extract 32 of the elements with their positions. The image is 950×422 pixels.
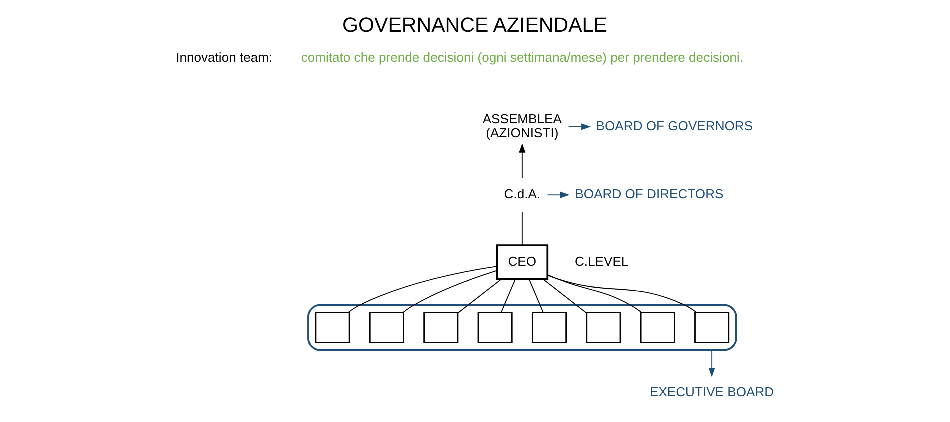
node-box <box>424 312 459 344</box>
connector <box>458 278 502 314</box>
node-text: EXECUTIVE BOARD <box>650 384 774 400</box>
connector <box>402 270 498 314</box>
arrow <box>568 124 591 130</box>
connector <box>500 278 516 314</box>
connector <box>522 212 523 246</box>
label: C.LEVEL <box>574 254 629 269</box>
arrow <box>547 192 570 198</box>
node-box <box>532 312 568 344</box>
node-box <box>586 312 622 344</box>
node-text: C.d.A. <box>504 186 541 202</box>
node-box <box>315 312 350 344</box>
arrow <box>519 144 526 179</box>
connector <box>547 274 642 314</box>
node-box <box>640 312 676 344</box>
label: comitato che prende decisioni (ogni settimana/mese) per prendere decisioni. <box>301 50 744 66</box>
node-box <box>369 312 404 344</box>
label: Innovation team: <box>176 50 273 66</box>
connector <box>547 274 698 314</box>
node-text: ASSEMBLEA (AZIONISTI) <box>482 111 562 140</box>
node-text: BOARD OF DIRECTORS <box>575 186 724 202</box>
node-text: BOARD OF GOVERNORS <box>596 118 754 134</box>
node-box <box>478 312 513 344</box>
connector <box>528 278 544 314</box>
cluster <box>308 304 738 352</box>
arrow <box>708 350 716 378</box>
diagram-title: GOVERNANCE AZIENDALE <box>342 14 608 38</box>
node-box: CEO <box>496 244 549 280</box>
connector <box>542 278 588 314</box>
node-box <box>694 312 730 344</box>
connector <box>348 266 498 314</box>
